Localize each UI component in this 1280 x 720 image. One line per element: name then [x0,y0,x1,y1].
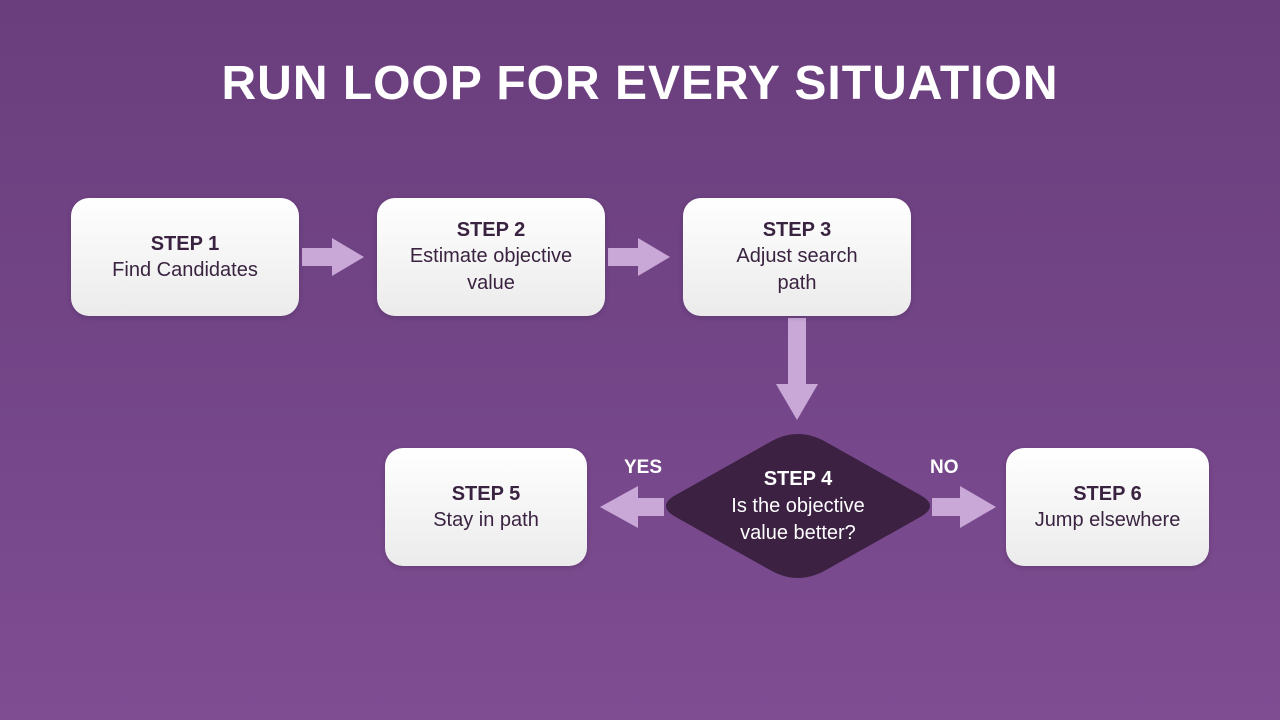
step-4-desc: Is the objective value better? [731,494,865,544]
arrow-yes-step5 [600,486,664,528]
step-3-box: STEP 3 Adjust search path [683,198,911,316]
arrow-step1-step2 [302,238,364,276]
step-1-box: STEP 1 Find Candidates [71,198,299,316]
arrow-no-step6 [932,486,996,528]
yes-label: YES [624,457,663,478]
step-3-desc: Adjust search path [736,245,858,294]
step-2-box: STEP 2 Estimate objective value [377,198,605,316]
step-2-label: STEP 2 [456,219,526,241]
arrow-step3-step4 [776,318,818,420]
step-1-label: STEP 1 [150,232,220,255]
step-3-label: STEP 3 [762,219,832,241]
arrow-step2-step3 [608,238,670,276]
step-4-decision: STEP 4 Is the objective value better? [662,432,934,580]
decision-diamond [666,434,930,578]
step-5-desc: Stay in path [433,508,539,531]
step-5-box: STEP 5 Stay in path [385,448,587,566]
step-1-desc: Find Candidates [112,258,258,281]
step-6-label: STEP 6 [1073,482,1142,505]
no-label: NO [930,457,959,478]
step-6-desc: Jump elsewhere [1034,508,1181,531]
step-6-box: STEP 6 Jump elsewhere [1006,448,1209,566]
step-5-label: STEP 5 [451,482,521,505]
step-4-label: STEP 4 [763,467,833,490]
step-2-desc: Estimate objective value [409,245,573,294]
page-title: RUN LOOP FOR EVERY SITUATION [221,57,1059,110]
